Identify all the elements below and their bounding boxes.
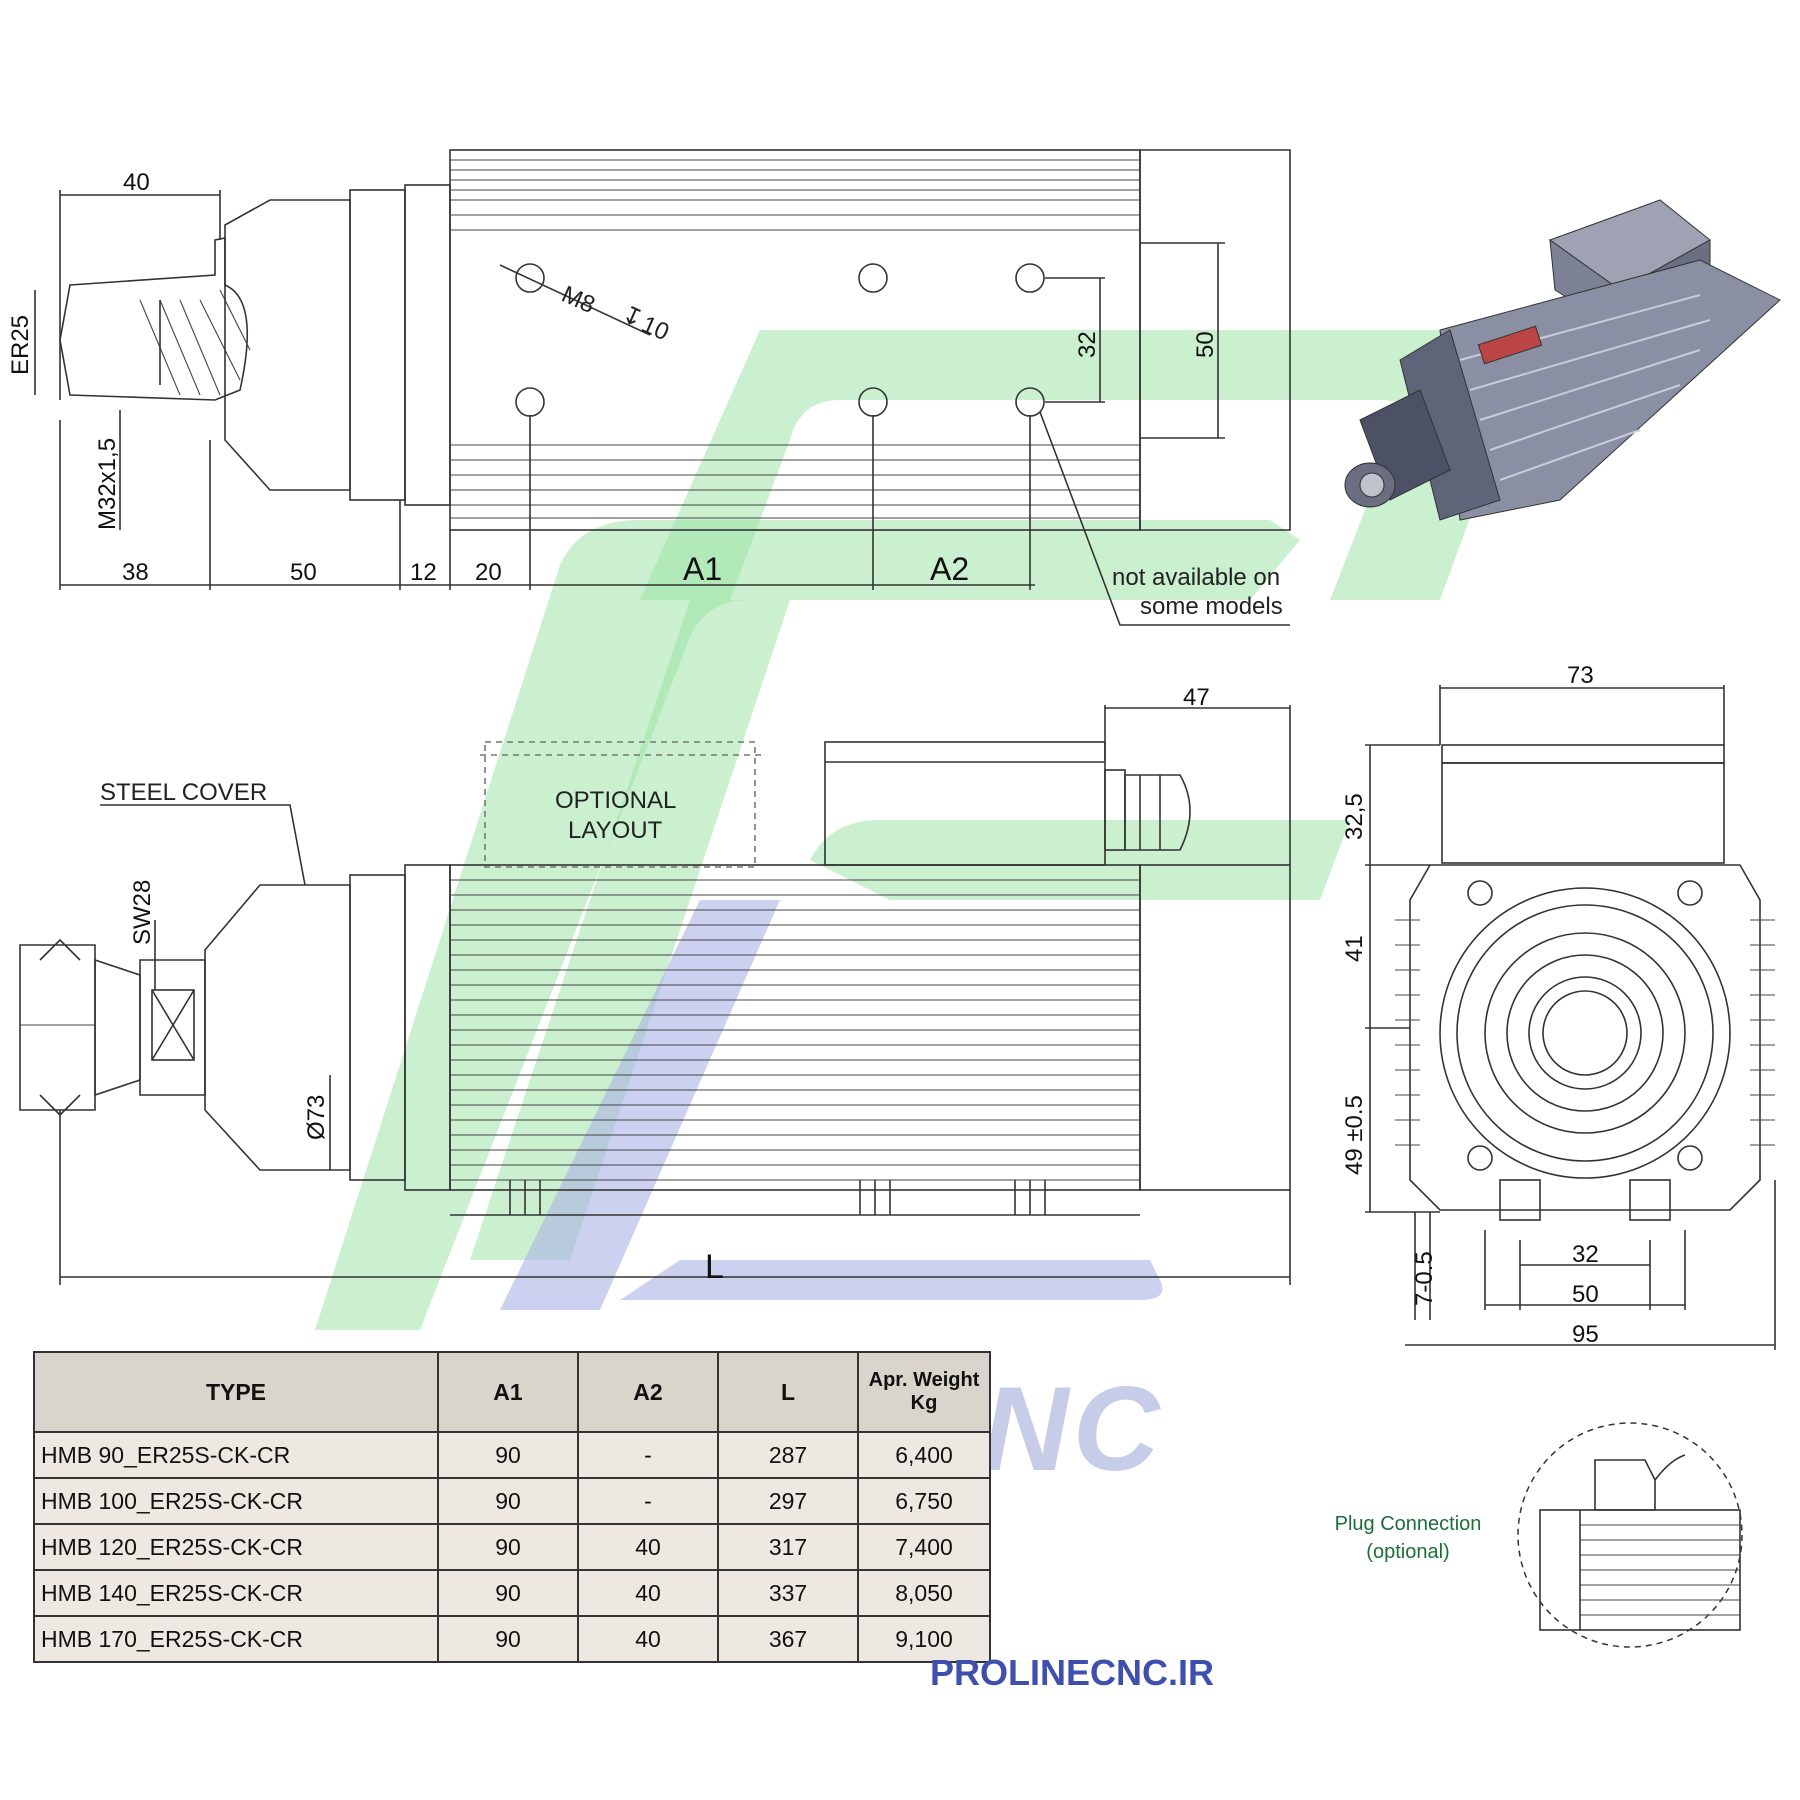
cell-l: 297 [717, 1477, 859, 1525]
dim-20: 20 [475, 559, 502, 586]
cell-a2: - [577, 1477, 719, 1525]
cell-a2: 40 [577, 1615, 719, 1663]
dim-end-7: 7-0.5 [1411, 1251, 1438, 1306]
dim-er25: ER25 [7, 315, 34, 375]
sw28-label: SW28 [129, 880, 156, 945]
table-row: HMB 90_ER25S-CK-CR 90 - 287 6,400 [33, 1431, 991, 1479]
cell-l: 367 [717, 1615, 859, 1663]
header-weight: Apr. Weight Kg [857, 1351, 991, 1433]
cell-a1: 90 [437, 1431, 579, 1479]
cell-a2: 40 [577, 1569, 719, 1617]
dim-end-32: 32 [1572, 1241, 1599, 1268]
header-l: L [717, 1351, 859, 1433]
dim-thread: M32x1,5 [94, 438, 121, 530]
cell-l: 317 [717, 1523, 859, 1571]
header-a2: A2 [577, 1351, 719, 1433]
cell-type: HMB 90_ER25S-CK-CR [33, 1431, 439, 1479]
table-row: HMB 120_ER25S-CK-CR 90 40 317 7,400 [33, 1523, 991, 1571]
dim-38: 38 [122, 559, 149, 586]
cell-a2: - [577, 1431, 719, 1479]
plug-caption-line1: Plug Connection [1334, 1513, 1482, 1535]
dim-50-vert: 50 [1192, 331, 1219, 358]
cell-weight: 6,750 [857, 1477, 991, 1525]
header-type: TYPE [33, 1351, 439, 1433]
cell-type: HMB 140_ER25S-CK-CR [33, 1569, 439, 1617]
plug-connection-detail [1517, 1422, 1743, 1648]
spindle-3d-image [1344, 199, 1781, 521]
header-a1: A1 [437, 1351, 579, 1433]
plug-caption-line2: (optional) [1366, 1541, 1450, 1563]
top-view: M8 ↧ 10 40 ER25 M32x1,5 38 50 12 20 A1 A… [7, 149, 1291, 626]
dim-end-95: 95 [1572, 1321, 1599, 1348]
website-link[interactable]: PROLINECNC.IR [930, 1652, 1215, 1693]
dim-end-49: 49 ±0.5 [1341, 1095, 1368, 1175]
dim-length-l: L [705, 1248, 724, 1286]
spec-table: TYPE A1 A2 L Apr. Weight Kg HMB 90_ER25S… [33, 1351, 991, 1663]
cell-a1: 90 [437, 1569, 579, 1617]
cell-weight: 8,050 [857, 1569, 991, 1617]
cell-weight: 9,100 [857, 1615, 991, 1663]
cell-l: 287 [717, 1431, 859, 1479]
dim-12: 12 [410, 559, 437, 586]
cell-l: 337 [717, 1569, 859, 1617]
dim-a2: A2 [930, 551, 969, 587]
dim-nose-40: 40 [123, 169, 150, 196]
hole-thread-label: M8 [558, 281, 599, 319]
cell-a1: 90 [437, 1477, 579, 1525]
optional-layout-line1: OPTIONAL [555, 787, 676, 814]
steel-cover-label: STEEL COVER [100, 779, 267, 806]
dim-end-41: 41 [1341, 935, 1368, 962]
table-row: HMB 100_ER25S-CK-CR 90 - 297 6,750 [33, 1477, 991, 1525]
table-header-row: TYPE A1 A2 L Apr. Weight Kg [33, 1351, 991, 1433]
table-row: HMB 140_ER25S-CK-CR 90 40 337 8,050 [33, 1569, 991, 1617]
cell-type: HMB 170_ER25S-CK-CR [33, 1615, 439, 1663]
watermark-logo [315, 330, 1527, 1330]
note-line-1: not available on [1112, 564, 1280, 591]
side-view: OPTIONAL LAYOUT 47 L STEEL COVER SW28 Ø7… [19, 684, 1291, 1286]
dim-a1: A1 [683, 551, 722, 587]
cell-weight: 7,400 [857, 1523, 991, 1571]
diameter-label: Ø73 [303, 1095, 330, 1140]
dim-end-32-5: 32,5 [1341, 793, 1368, 840]
dim-end-50: 50 [1572, 1281, 1599, 1308]
dim-47: 47 [1183, 684, 1210, 711]
dim-end-73: 73 [1567, 662, 1594, 689]
cell-a1: 90 [437, 1523, 579, 1571]
cell-a1: 90 [437, 1615, 579, 1663]
cell-weight: 6,400 [857, 1431, 991, 1479]
cell-type: HMB 100_ER25S-CK-CR [33, 1477, 439, 1525]
dim-50: 50 [290, 559, 317, 586]
end-view: 73 32,5 41 49 ±0.5 7-0.5 32 50 95 [1341, 662, 1776, 1350]
dim-32: 32 [1074, 331, 1101, 358]
plug-connection-caption: Plug Connection (optional) [1318, 1510, 1498, 1566]
table-row: HMB 170_ER25S-CK-CR 90 40 367 9,100 [33, 1615, 991, 1663]
optional-layout-line2: LAYOUT [568, 817, 663, 844]
cell-a2: 40 [577, 1523, 719, 1571]
cell-type: HMB 120_ER25S-CK-CR [33, 1523, 439, 1571]
note-line-2: some models [1140, 593, 1283, 620]
